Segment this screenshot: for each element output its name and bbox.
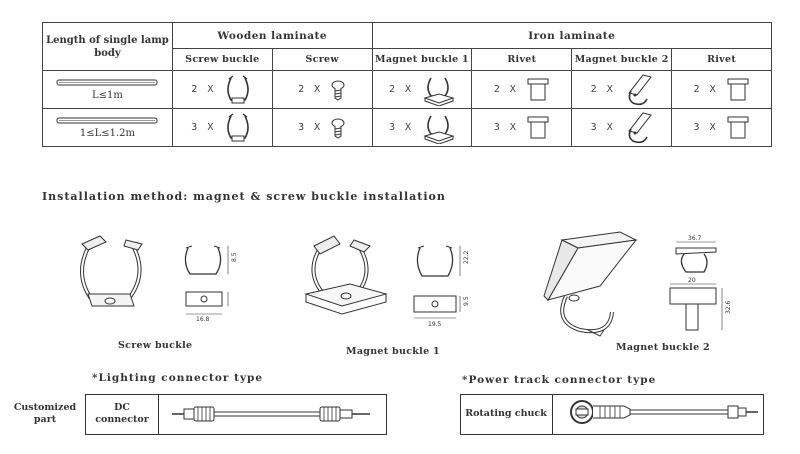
qty-value: 3 [493,122,500,133]
times-symbol: X [405,122,412,133]
lighting-connector-box [85,394,387,435]
screw-buckle-caption: Screw buckle [118,340,193,351]
times-symbol: X [405,84,412,95]
col-rivet-2: Rivet [671,48,772,71]
magnet-buckle-1-caption: Magnet buckle 1 [346,346,440,357]
times-symbol: X [606,122,613,133]
rotating-chuck-icon [570,400,758,424]
qty-value: 3 [388,122,395,133]
qty-value: 3 [298,122,305,133]
magnet-buckle-2-caption: Magnet buckle 2 [616,342,710,353]
dim-top-width: 36.7 [688,235,702,242]
dc-connector-icon [172,406,370,422]
times-symbol: X [709,122,716,133]
length-cell: L≤1m [42,70,173,109]
lamp-body-icon [56,117,158,123]
screw-icon [331,118,345,139]
qty-value: 2 [191,84,198,95]
length-header: Length of single lamp body [42,22,173,71]
dc-connector-label: DC connector [95,402,149,425]
dim-height: 22.2 [463,250,470,264]
screw-buckle-icon [227,74,250,103]
wooden-laminate-header: Wooden laminate [171,22,373,49]
qty-value: 2 [693,84,700,95]
magnet-buckle-2-dimensions: 36.7 20 32.6 [669,235,732,331]
screw-buckle-dimensions: 8.5 16.8 [184,245,238,323]
times-symbol: X [509,122,516,133]
power-connector-title: *Power track connector type [462,374,657,386]
times-symbol: X [509,84,516,95]
screw-buckle-icon [227,112,250,141]
qty-value: 2 [590,84,597,95]
qty-value: 2 [298,84,305,95]
times-symbol: X [606,84,613,95]
rivet-icon [727,116,749,138]
length-value: L≤1m [92,89,123,101]
qty-value: 2 [388,84,395,95]
dim-height: 8.5 [231,252,238,262]
length-value: 1≤L≤1.2m [79,127,136,139]
dim-mid-width: 20 [688,277,696,284]
iron-laminate-header: Iron laminate [371,22,773,49]
rivet-icon [527,78,549,100]
qty-value: 2 [493,84,500,95]
dim-width: 16.8 [196,316,210,323]
col-magnet-buckle-1: Magnet buckle 1 [371,48,473,71]
times-symbol: X [709,84,716,95]
dim-height: 32.6 [725,300,732,314]
lamp-body-icon [56,79,158,85]
magnet-buckle-2-icon [627,111,652,143]
magnet-buckle-1-drawing [304,235,388,315]
times-symbol: X [207,122,214,133]
qty-value: 3 [693,122,700,133]
screw-icon [331,80,345,101]
dim-width: 19.5 [428,321,442,328]
times-symbol: X [207,84,214,95]
power-connector-box [460,394,764,435]
times-symbol: X [314,122,321,133]
magnet-buckle-1-icon [423,115,455,144]
times-symbol: X [314,84,321,95]
rotating-chuck-label: Rotating chuck [465,408,547,419]
length-cell: 1≤L≤1.2m [42,108,173,147]
screw-buckle-drawing [80,235,143,307]
divider [158,394,159,435]
magnet-buckle-2-drawing [543,231,638,337]
magnet-buckle-1-icon [423,77,455,106]
spec-table: Length of single lamp body Wooden lamina… [42,22,773,147]
divider [552,394,553,435]
customized-part-label: Customized part [13,402,77,425]
qty-value: 3 [191,122,198,133]
lighting-connector-title: *Lighting connector type [92,372,264,384]
rivet-icon [727,78,749,100]
rivet-icon [527,116,549,138]
col-screw: Screw [271,48,373,71]
dim-thickness: 9.5 [463,296,470,306]
col-rivet-1: Rivet [471,48,573,71]
col-screw-buckle: Screw buckle [171,48,273,71]
qty-value: 3 [590,122,597,133]
installation-title: Installation method: magnet & screw buck… [42,190,446,203]
magnet-buckle-2-icon [627,73,652,105]
magnet-buckle-1-dimensions: 22.2 9.5 19.5 [413,245,470,328]
col-magnet-buckle-2: Magnet buckle 2 [571,48,673,71]
